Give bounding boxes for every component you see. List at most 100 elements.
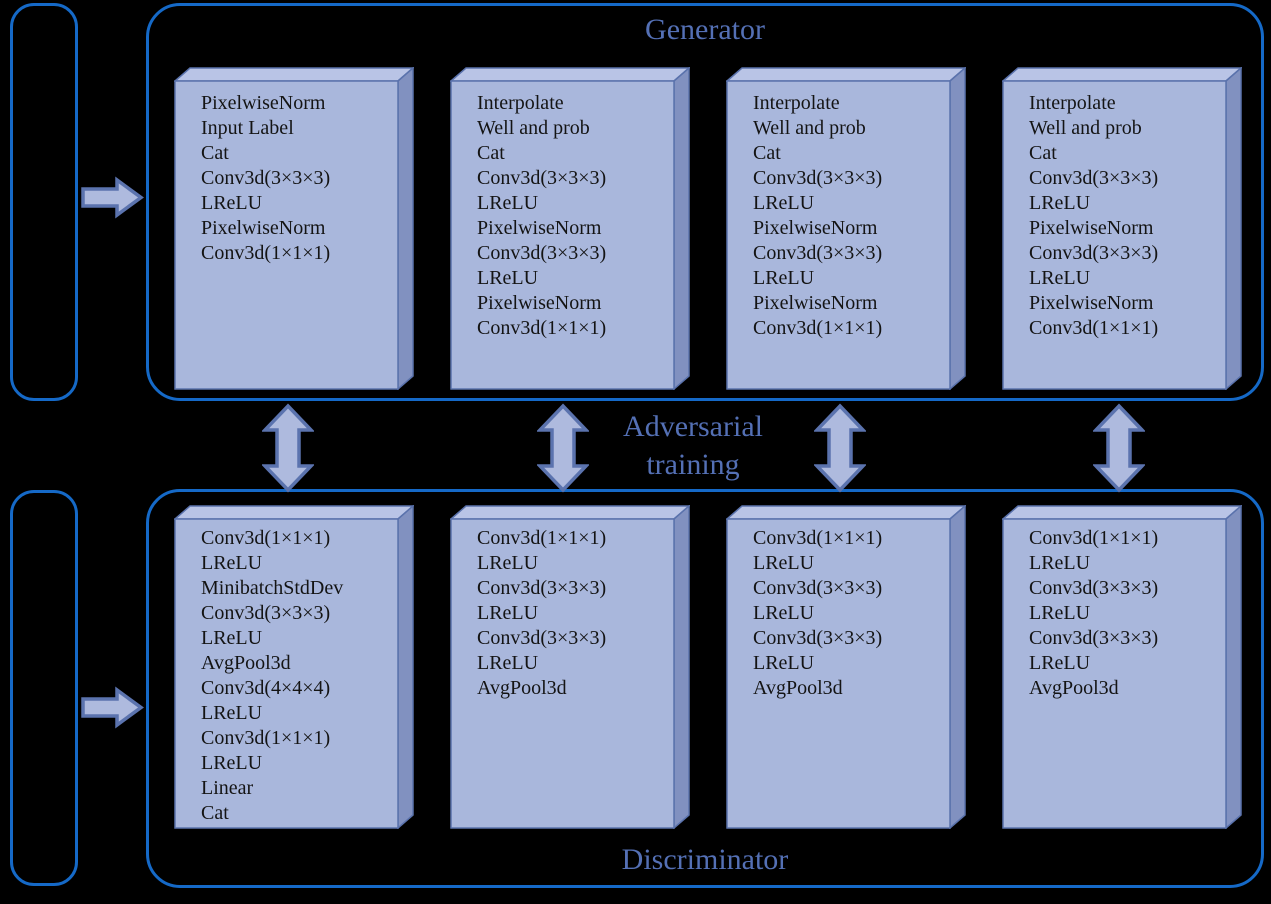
layer-name: PixelwiseNorm — [753, 292, 878, 314]
discriminator-layer-box-4 — [1002, 505, 1242, 829]
cuboid-shape — [450, 67, 690, 390]
layer-name: MinibatchStdDev — [201, 577, 344, 599]
layer-name: LReLU — [753, 192, 815, 214]
layer-name: PixelwiseNorm — [1029, 217, 1154, 239]
cuboid-shape — [1002, 505, 1242, 829]
layer-name: Conv3d(3×3×3) — [753, 627, 883, 649]
layer-name: Conv3d(1×1×1) — [477, 317, 607, 339]
generator-input-node — [10, 3, 78, 401]
layer-name: LReLU — [753, 652, 815, 674]
discriminator-layer-box-3-lines: Conv3d(1×1×1) LReLU Conv3d(3×3×3) LReLU Conv… — [753, 526, 882, 701]
layer-name: Cat — [201, 802, 229, 824]
generator-layer-box-2 — [450, 67, 690, 390]
layer-name: LReLU — [201, 192, 263, 214]
layer-name: Conv3d(3×3×3) — [477, 627, 607, 649]
layer-name: Cat — [753, 142, 781, 164]
cuboid-shape — [726, 67, 966, 390]
adversarial-training-line2: training — [646, 448, 740, 481]
layer-name: Cat — [201, 142, 229, 164]
layer-name: LReLU — [1029, 602, 1091, 624]
layer-name: Interpolate — [477, 92, 564, 114]
cuboid-shape — [174, 67, 414, 390]
layer-name: LReLU — [477, 602, 539, 624]
layer-name: LReLU — [753, 267, 815, 289]
layer-name: Conv3d(3×3×3) — [477, 242, 607, 264]
layer-name: LReLU — [201, 702, 263, 724]
layer-name: Conv3d(3×3×3) — [477, 167, 607, 189]
adversarial-training-line1: Adversarial — [623, 410, 763, 443]
discriminator-layer-box-2 — [450, 505, 690, 829]
layer-name: PixelwiseNorm — [477, 217, 602, 239]
generator-panel — [146, 3, 1264, 401]
discriminator-title: Discriminator — [621, 843, 789, 876]
discriminator-layer-box-1 — [174, 505, 414, 829]
layer-name: Conv3d(3×3×3) — [753, 242, 883, 264]
generator-layer-box-3 — [726, 67, 966, 390]
cuboid-shape — [726, 505, 966, 829]
layer-name: Input Label — [201, 117, 294, 139]
layer-name: Conv3d(3×3×3) — [201, 167, 331, 189]
layer-name: AvgPool3d — [753, 677, 843, 699]
right-arrow-icon — [81, 686, 144, 729]
layer-name: Conv3d(1×1×1) — [477, 527, 607, 549]
layer-name: LReLU — [1029, 652, 1091, 674]
layer-name: Conv3d(3×3×3) — [753, 577, 883, 599]
layer-name: PixelwiseNorm — [201, 217, 326, 239]
adversarial-training-label: Adversarial training — [623, 408, 763, 484]
layer-name: Well and prob — [753, 117, 866, 139]
layer-name: Conv3d(1×1×1) — [1029, 317, 1159, 339]
layer-name: LReLU — [201, 552, 263, 574]
layer-name: Conv3d(3×3×3) — [753, 167, 883, 189]
layer-name: Interpolate — [1029, 92, 1116, 114]
layer-name: Conv3d(3×3×3) — [477, 577, 607, 599]
layer-name: Conv3d(1×1×1) — [753, 527, 883, 549]
layer-name: AvgPool3d — [1029, 677, 1119, 699]
layer-name: LReLU — [477, 552, 539, 574]
layer-name: PixelwiseNorm — [201, 92, 326, 114]
layer-name: Well and prob — [477, 117, 590, 139]
discriminator-panel — [146, 489, 1264, 888]
layer-name: Conv3d(3×3×3) — [1029, 167, 1159, 189]
layer-name: LReLU — [201, 627, 263, 649]
layer-name: AvgPool3d — [201, 652, 291, 674]
cuboid-shape — [174, 505, 414, 829]
layer-name: Cat — [477, 142, 505, 164]
layer-name: Conv3d(3×3×3) — [201, 602, 331, 624]
right-arrow-icon — [81, 176, 144, 219]
layer-name: PixelwiseNorm — [477, 292, 602, 314]
layer-name: PixelwiseNorm — [1029, 292, 1154, 314]
layer-name: Conv3d(1×1×1) — [201, 242, 331, 264]
layer-name: LReLU — [201, 752, 263, 774]
layer-name: LReLU — [753, 602, 815, 624]
layer-name: LReLU — [1029, 192, 1091, 214]
layer-name: LReLU — [1029, 552, 1091, 574]
cuboid-shape — [450, 505, 690, 829]
layer-name: Linear — [201, 777, 254, 799]
layer-name: PixelwiseNorm — [753, 217, 878, 239]
double-headed-vertical-arrow-icon — [262, 403, 314, 493]
layer-name: Conv3d(3×3×3) — [1029, 242, 1159, 264]
layer-name: LReLU — [477, 267, 539, 289]
generator-title: Generator — [645, 13, 765, 46]
layer-name: Conv3d(3×3×3) — [1029, 577, 1159, 599]
double-headed-vertical-arrow-icon — [1093, 403, 1145, 493]
layer-name: AvgPool3d — [477, 677, 567, 699]
layer-name: LReLU — [477, 652, 539, 674]
layer-name: Cat — [1029, 142, 1057, 164]
layer-name: Conv3d(1×1×1) — [201, 527, 331, 549]
discriminator-input-node — [10, 490, 78, 886]
layer-name: LReLU — [1029, 267, 1091, 289]
generator-layer-box-4 — [1002, 67, 1242, 390]
layer-name: LReLU — [753, 552, 815, 574]
discriminator-layer-box-2-lines: Conv3d(1×1×1) LReLU Conv3d(3×3×3) LReLU Conv… — [477, 526, 606, 701]
layer-name: Conv3d(3×3×3) — [1029, 627, 1159, 649]
cuboid-shape — [1002, 67, 1242, 390]
generator-layer-box-1 — [174, 67, 414, 390]
